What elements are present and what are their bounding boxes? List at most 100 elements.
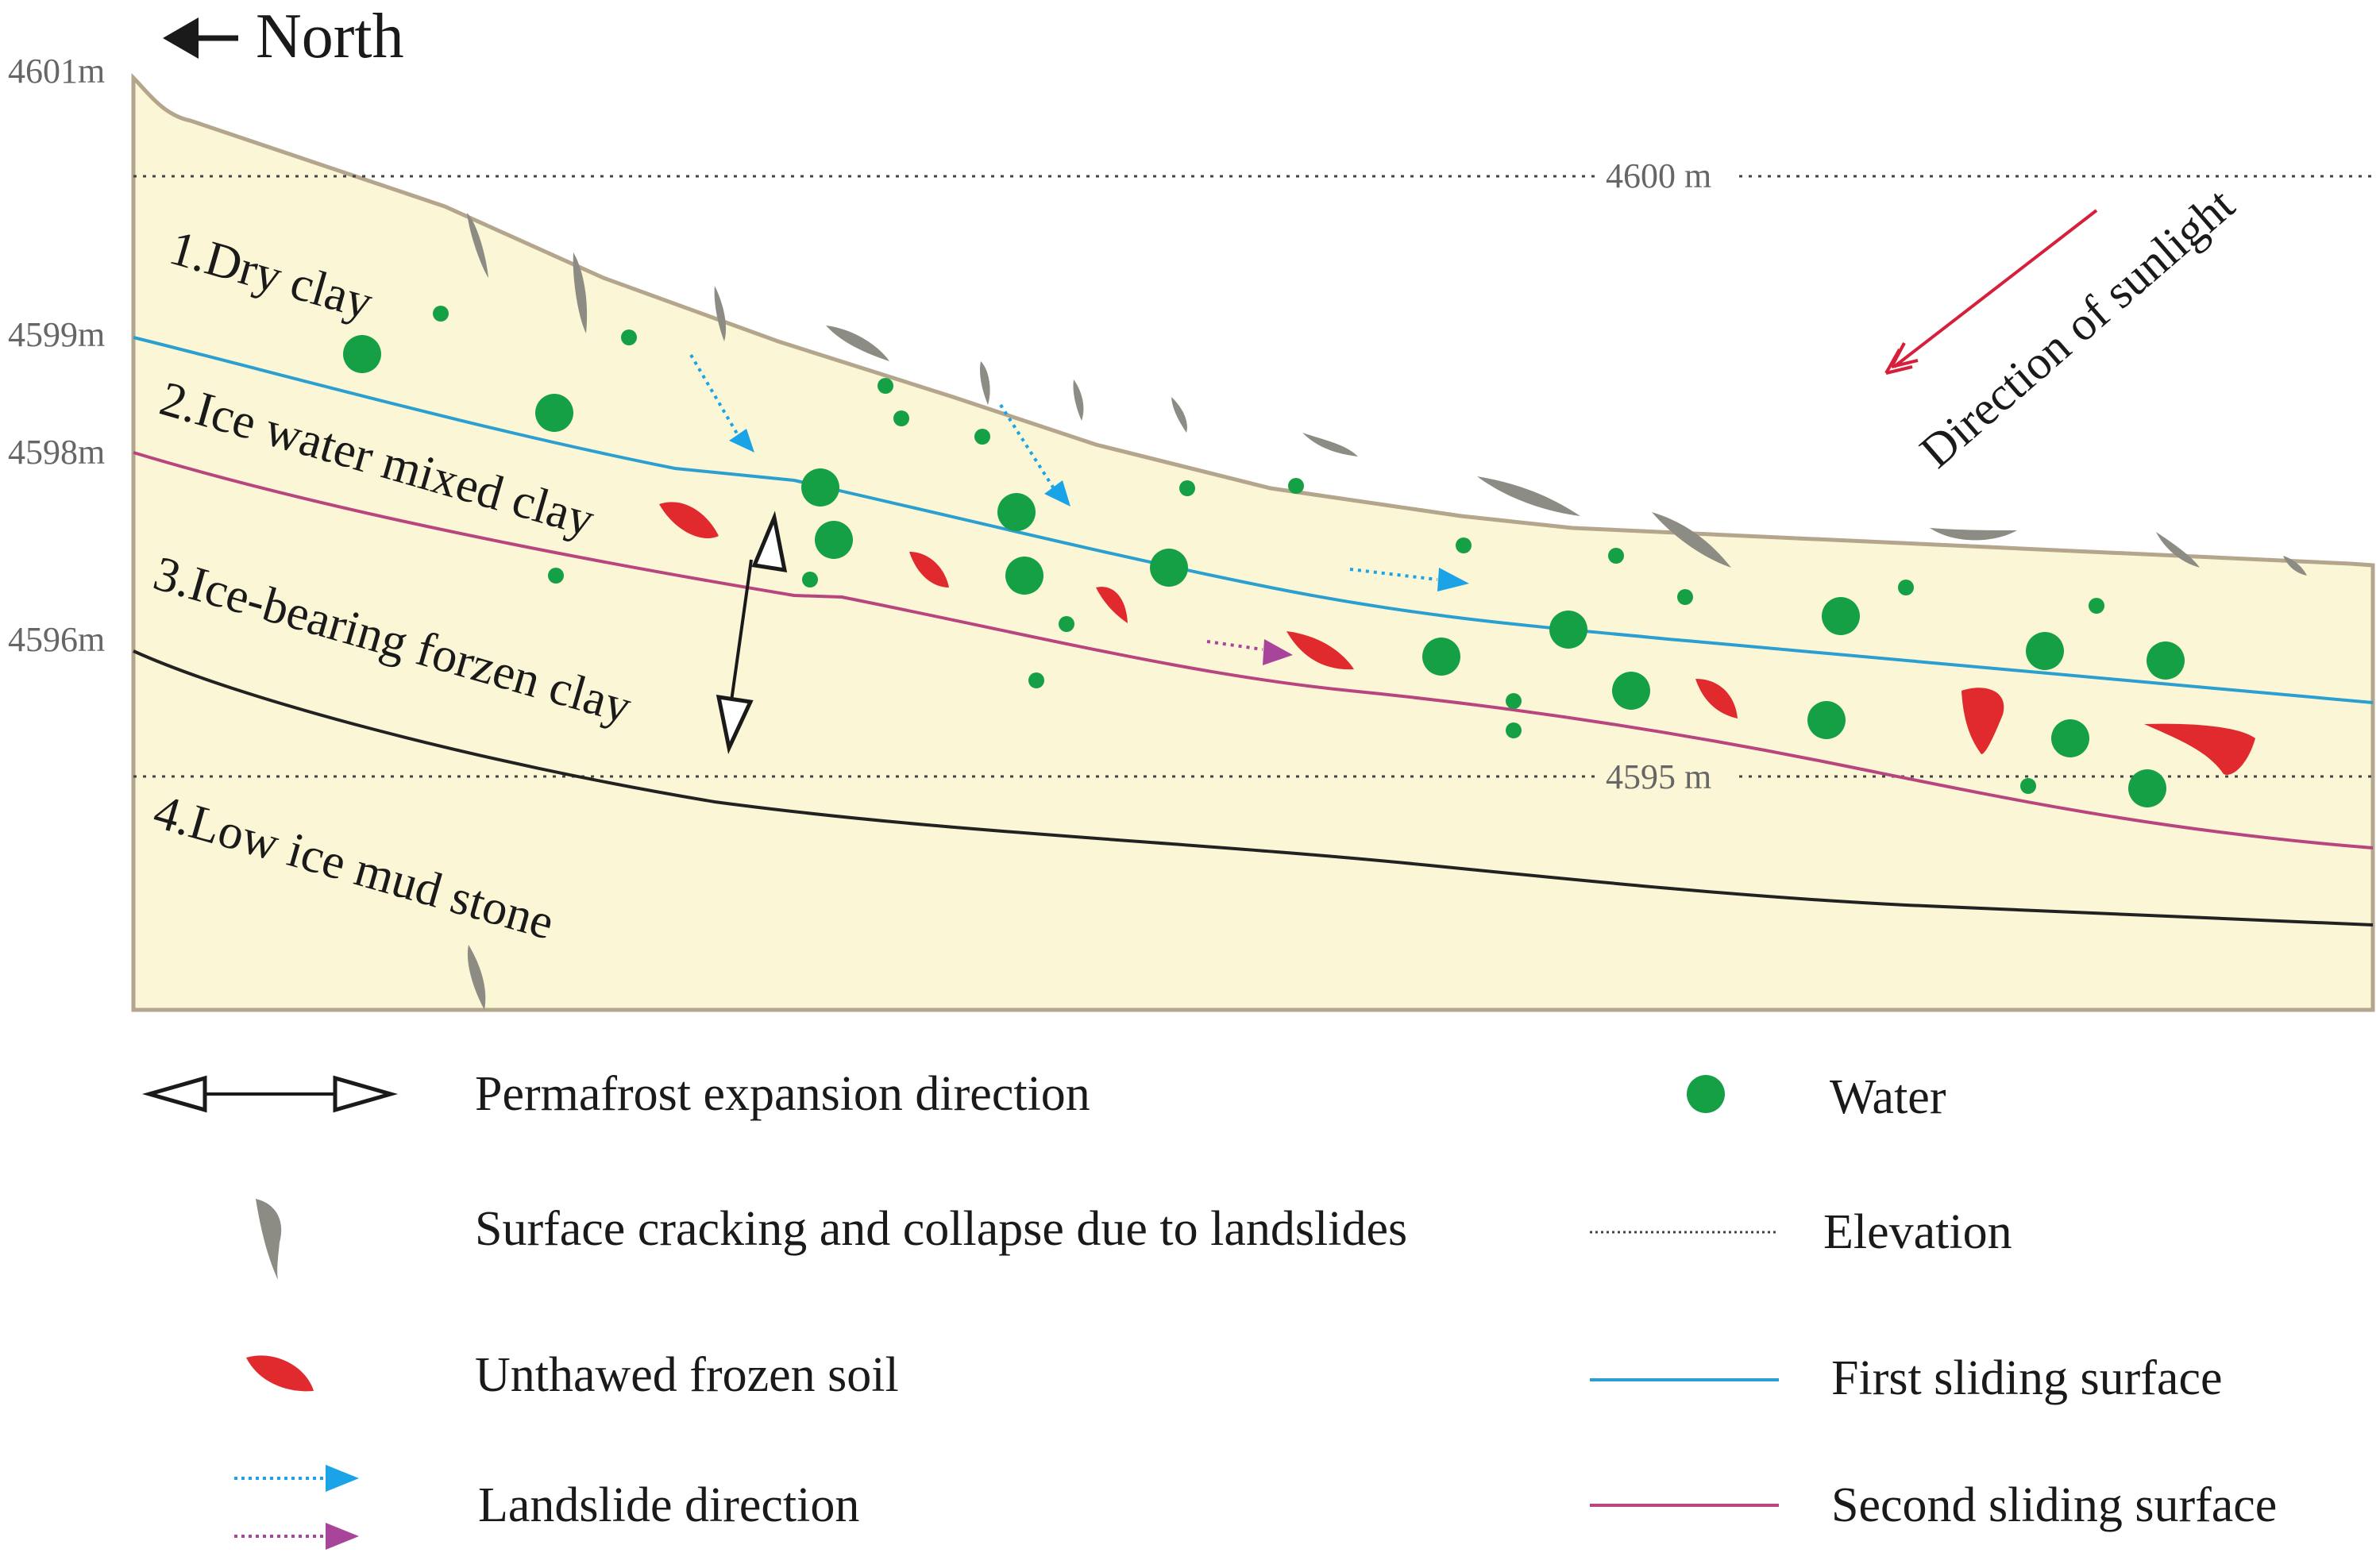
water-droplet xyxy=(893,410,909,426)
crack-icon xyxy=(573,252,588,333)
water-droplet xyxy=(974,429,990,445)
legend-cracking-label: Surface cracking and collapse due to lan… xyxy=(475,1202,1407,1256)
elevation-4599-label: 4599m xyxy=(8,315,105,354)
landslide-arrow xyxy=(689,353,744,445)
landslide-arrowhead xyxy=(729,429,754,453)
water-droplet xyxy=(2147,641,2185,680)
legend-permafrost-label: Permafrost expansion direction xyxy=(475,1067,1090,1121)
landslide-arrow-purple xyxy=(1206,640,1263,651)
crack-icon xyxy=(2283,556,2307,576)
water-droplet xyxy=(433,306,449,322)
frozen-soil-patch xyxy=(2144,723,2255,775)
water-droplet xyxy=(2026,632,2064,670)
crack-icon xyxy=(467,213,488,278)
crack-icon xyxy=(826,326,889,361)
legend: Permafrost expansion direction Water Sur… xyxy=(141,1067,2277,1550)
crack-icon xyxy=(467,945,486,1010)
water-droplets xyxy=(343,306,2185,807)
frozen-soil-patch xyxy=(909,552,949,588)
first-sliding-surface xyxy=(133,336,2374,704)
crack-icon xyxy=(1930,528,2017,541)
crack-icon xyxy=(2156,532,2200,568)
water-droplet xyxy=(1506,693,1522,709)
water-droplet xyxy=(1179,480,1195,496)
water-droplet xyxy=(1549,611,1587,649)
north-label: North xyxy=(256,2,404,71)
second-sliding-surface xyxy=(133,451,2374,849)
water-droplet xyxy=(548,568,564,584)
water-droplet xyxy=(1422,638,1460,676)
water-droplet xyxy=(1456,537,1472,553)
legend-landslide-label: Landslide direction xyxy=(478,1478,859,1532)
water-droplet xyxy=(801,468,839,507)
legend-water-icon xyxy=(1687,1075,1725,1113)
water-droplet xyxy=(1059,616,1074,632)
water-droplet xyxy=(815,521,853,559)
landslide-arrowhead xyxy=(1044,480,1070,507)
legend-first-surface-label: First sliding surface xyxy=(1831,1351,2223,1405)
crack-icon xyxy=(714,286,727,341)
legend-frozen-icon xyxy=(246,1355,314,1392)
elevation-4596-label: 4596m xyxy=(8,620,105,659)
legend-crack-icon xyxy=(256,1199,282,1280)
water-droplet xyxy=(1005,557,1043,595)
landslide-arrowhead xyxy=(1437,568,1469,591)
water-droplet xyxy=(621,329,637,345)
water-droplet xyxy=(1288,478,1304,494)
water-droplet xyxy=(1822,597,1860,635)
frozen-soil-patch xyxy=(1695,679,1738,719)
water-droplet xyxy=(1677,589,1693,605)
frozen-soil-patch xyxy=(659,502,719,539)
legend-water-label: Water xyxy=(1830,1070,1946,1124)
elevation-4595-label: 4595 m xyxy=(1606,757,1711,796)
water-droplet xyxy=(1612,672,1650,710)
crack-icon xyxy=(1073,379,1084,421)
surface-cracks xyxy=(467,213,2307,1010)
permafrost-expansion-arrow xyxy=(716,510,788,754)
water-droplet xyxy=(2020,778,2036,794)
water-droplet xyxy=(2128,769,2166,807)
soil-profile xyxy=(131,72,2375,1012)
water-droplet xyxy=(1028,672,1044,688)
legend-landslide-blue-arrowhead xyxy=(326,1465,359,1492)
frozen-soil-patch xyxy=(1961,688,2004,754)
legend-elevation-label: Elevation xyxy=(1823,1205,2012,1259)
crack-icon xyxy=(1171,397,1187,433)
elevation-4601-label: 4601m xyxy=(8,52,105,91)
landslide-arrows xyxy=(689,353,1469,665)
sunlight-label: Direction of sunlight xyxy=(1910,178,2244,478)
water-droplet xyxy=(1807,701,1846,739)
frozen-soil-patch xyxy=(1286,631,1354,670)
legend-landslide-purple-arrowhead xyxy=(326,1523,359,1550)
elevation-4600-label: 4600 m xyxy=(1606,156,1711,195)
water-droplet xyxy=(802,572,818,588)
crack-icon xyxy=(1477,476,1580,516)
bedrock-boundary xyxy=(133,649,2374,927)
north-indicator: North xyxy=(163,2,404,71)
sunlight-arrow xyxy=(1884,209,2098,375)
legend-second-surface-label: Second sliding surface xyxy=(1831,1478,2277,1532)
water-droplet xyxy=(535,394,573,432)
crack-icon xyxy=(1652,512,1731,568)
landslide-arrowhead-purple xyxy=(1263,639,1293,665)
frozen-soil-patch xyxy=(1096,587,1128,623)
legend-frozen-label: Unthawed frozen soil xyxy=(475,1348,899,1402)
arrow-left-icon xyxy=(163,17,199,59)
water-droplet xyxy=(2051,719,2089,757)
elevation-4598-label: 4598m xyxy=(8,433,105,472)
water-droplet xyxy=(343,335,381,373)
water-droplet xyxy=(2089,598,2104,614)
water-droplet xyxy=(1608,548,1624,564)
legend-permafrost-symbol xyxy=(141,1075,399,1113)
crack-icon xyxy=(980,361,990,405)
crack-icon xyxy=(1302,433,1358,457)
water-droplet xyxy=(878,378,893,394)
frozen-soil-patches xyxy=(659,502,2255,775)
water-droplet xyxy=(1898,580,1914,595)
landslide-arrow xyxy=(1349,568,1438,581)
water-droplet xyxy=(1506,722,1522,738)
landslide-arrow xyxy=(999,403,1058,494)
water-droplet xyxy=(1150,549,1188,587)
water-droplet xyxy=(997,493,1036,531)
